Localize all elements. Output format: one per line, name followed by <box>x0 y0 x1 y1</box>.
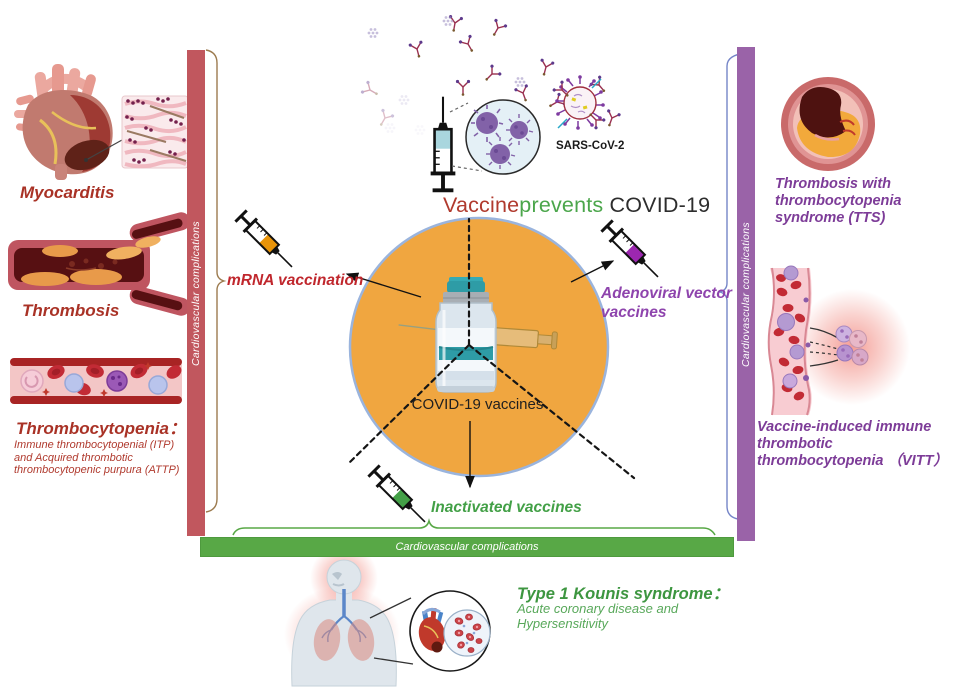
tts-line1: Thrombosis with <box>775 176 891 192</box>
adenoviral-line1: Adenoviral vector <box>601 285 732 302</box>
left-brace <box>205 49 227 513</box>
right-complications-bar: Cardiovascular complications <box>737 47 755 541</box>
figure-title: Vaccineprevents COVID-19 <box>443 193 710 218</box>
inactivated-vaccines-label: Inactivated vaccines <box>431 499 582 516</box>
myocarditis-label: Myocarditis <box>20 183 115 202</box>
magnifier-cone-lines <box>449 102 483 172</box>
right-brace <box>717 52 747 520</box>
adenoviral-syringe-icon <box>598 217 667 286</box>
tts-line2: thrombocytopenia <box>775 193 902 209</box>
thrombosis-label: Thrombosis <box>22 301 120 320</box>
vitt-vessel-illustration <box>767 265 910 416</box>
title-covid: COVID-19 <box>603 193 711 217</box>
kounis-subtitle: Acute coronary disease and Hypersensitiv… <box>517 601 678 631</box>
vitt-line2: thrombotic <box>757 436 833 452</box>
bottom-complications-bar: Cardiovascular complications <box>200 537 734 557</box>
kounis-title: Type 1 Kounis syndrome： <box>517 585 730 603</box>
adenoviral-vaccines-label: Adenoviral vector vaccines <box>601 284 732 322</box>
tts-vessel-cross-section <box>781 77 875 171</box>
thrombocytopenia-sublabel: Immune thrombocytopenial (ITP) and Acqui… <box>14 439 179 477</box>
thrombocytopenia-label: Thrombocytopenia： <box>16 419 187 438</box>
tts-label: Thrombosis with thrombocytopenia syndrom… <box>775 176 901 227</box>
title-vaccine: Vaccine <box>443 193 520 217</box>
attp-line2: thrombocytopenic purpura (ATTP) <box>14 464 180 476</box>
syringe-sars-icon <box>428 94 458 193</box>
left-bar-label: Cardiovascular complications <box>190 220 202 366</box>
sars-cov2-label: SARS-CoV-2 <box>556 140 625 152</box>
coronavirus-particle <box>551 75 607 131</box>
tts-line3: syndrome (TTS) <box>775 210 886 226</box>
bottom-brace <box>232 518 716 536</box>
covid19-vaccines-label: COVID-19 vaccines <box>411 396 544 413</box>
itp-line: Immune thrombocytopenial (ITP) <box>14 439 175 451</box>
left-complications-bar: Cardiovascular complications <box>187 50 205 536</box>
thrombosis-vessel-illustration <box>8 212 191 316</box>
title-prevents: prevents <box>519 193 604 217</box>
vitt-line3: thrombocytopenia （VITT） <box>757 453 948 469</box>
kounis-magnifier <box>409 590 491 672</box>
right-bar-label: Cardiovascular complications <box>740 221 752 367</box>
bottom-bar-label: Cardiovascular complications <box>395 541 539 553</box>
mrna-syringe-icon <box>232 207 301 276</box>
myocarditis-heart-illustration <box>14 64 123 180</box>
inactivated-syringe-icon <box>365 462 434 531</box>
vitt-label: Vaccine-induced immune thrombotic thromb… <box>757 419 948 470</box>
kounis-patient-illustration <box>284 544 414 687</box>
mrna-vaccination-label: mRNA vaccination <box>227 272 364 289</box>
kounis-sub2: Hypersensitivity <box>517 616 609 631</box>
dashed-lines <box>348 217 636 480</box>
vaccine-vial <box>435 277 497 393</box>
myocardium-tissue-illustration <box>121 95 189 169</box>
adenoviral-line2: vaccines <box>601 304 667 321</box>
vitt-line1: Vaccine-induced immune <box>757 419 932 435</box>
arrows <box>345 260 615 489</box>
attp-line1: and Acquired thrombotic <box>14 451 133 464</box>
thrombocytopenia-vessel-illustration <box>10 358 182 404</box>
kounis-sub1: Acute coronary disease and <box>517 601 679 616</box>
sars-cov2-magnifier <box>465 99 541 175</box>
